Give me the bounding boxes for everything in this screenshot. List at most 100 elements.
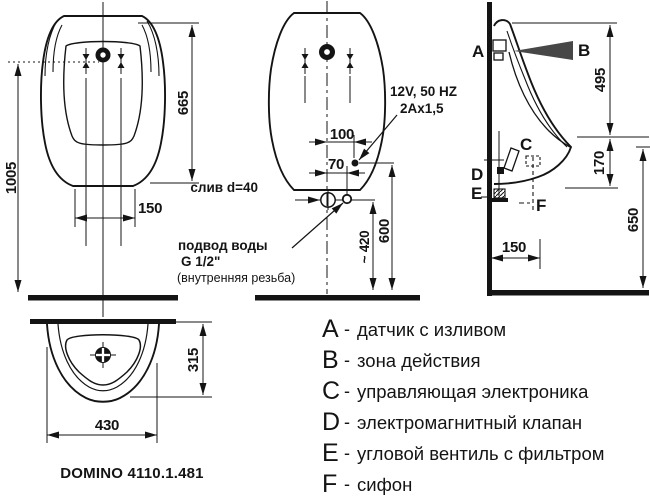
dimension-600 <box>359 162 396 290</box>
marker-a: A <box>472 42 484 61</box>
legend-key: E <box>322 439 339 467</box>
dimension-100 <box>309 135 372 158</box>
water-supply-leader <box>291 202 344 249</box>
legend-label: зона действия <box>357 350 481 371</box>
dimension-170 <box>565 136 649 189</box>
marker-d: D <box>471 165 483 184</box>
plan-wall-line <box>30 319 176 324</box>
power-label: 12V, 50 HZ <box>390 84 457 99</box>
legend-key: D <box>322 408 340 436</box>
dim-outlet-width: 150 <box>138 200 162 217</box>
dimension-150-front <box>74 189 136 227</box>
sensor-fixture <box>492 39 507 61</box>
legend-separator: - <box>344 412 350 432</box>
legend-row: A - датчик с изливом <box>322 315 506 343</box>
front-mount-hole-center <box>100 52 106 58</box>
solenoid-valve <box>484 131 520 196</box>
dim-sensor-zone-height: 495 <box>592 68 609 92</box>
legend-label: электромагнитный клапан <box>357 412 582 433</box>
detection-zone-cone <box>514 41 573 60</box>
urinal-front-outline <box>40 15 166 187</box>
dim-total-height: 1005 <box>3 162 20 194</box>
dimension-650 <box>636 146 650 288</box>
legend-label: сифон <box>357 474 412 495</box>
siphon-axis <box>519 157 534 213</box>
front-view <box>8 2 199 312</box>
fixing-bolt-icon <box>82 47 90 75</box>
side-floor-line <box>487 290 649 296</box>
dim-body-height: 665 <box>175 91 192 115</box>
cable-spec-label: 2Ax1,5 <box>400 101 444 116</box>
legend-label: управляющая электроника <box>357 381 589 402</box>
dimension-495 <box>512 22 617 135</box>
legend-separator: - <box>344 474 350 494</box>
back-view <box>255 1 420 301</box>
dim-outlet-floor-height: 650 <box>625 208 642 232</box>
plan-outer-outline <box>46 323 160 403</box>
drain-cross <box>295 190 375 210</box>
legend-key: B <box>322 346 339 374</box>
urinal-side-bowl-curve <box>508 51 571 148</box>
urinal-side-outline <box>493 19 573 185</box>
front-floor-line <box>28 295 178 301</box>
urinal-front-inner-bowl <box>63 40 143 146</box>
legend-row: E - угловой вентиль с фильтром <box>322 439 604 467</box>
angle-valve-filter <box>481 188 508 202</box>
dimension-70 <box>309 166 365 194</box>
legend-key: C <box>322 377 340 405</box>
legend-separator: - <box>344 350 350 370</box>
dimension-labels: 1005 665 150 100 70 ~ 420 600 495 170 65… <box>3 68 642 434</box>
water-thread-label: G 1/2" <box>181 254 220 269</box>
plan-drain-symbol <box>90 342 116 368</box>
legend-key: F <box>322 470 337 498</box>
plan-bowl-outline <box>64 334 142 386</box>
side-view <box>481 2 650 296</box>
back-mount-hole-center <box>324 49 330 55</box>
annotation-labels: 12V, 50 HZ 2Ax1,5 слив d=40 подвод воды … <box>177 84 457 285</box>
fixing-bolt-icon <box>117 47 125 75</box>
dim-drain-wall-offset: 150 <box>502 239 526 256</box>
dim-cable-height: 600 <box>376 219 393 243</box>
dim-width: 430 <box>95 417 119 434</box>
dimension-150-side <box>491 239 541 269</box>
model-number: DOMINO 4110.1.481 <box>60 465 203 482</box>
fixing-bolt-icon <box>301 47 309 75</box>
dim-supply-offset: 70 <box>328 156 344 173</box>
plan-inner-rim <box>57 323 149 392</box>
dim-supply-height: ~ 420 <box>357 231 372 264</box>
water-supply-point <box>341 193 353 205</box>
back-floor-line <box>255 295 420 301</box>
front-highlight-arcs <box>44 20 160 77</box>
marker-e: E <box>471 184 482 203</box>
bottom-view <box>30 303 212 443</box>
marker-f: F <box>536 196 546 215</box>
component-markers: A B C D E F <box>471 41 590 215</box>
legend-separator: - <box>344 319 350 339</box>
marker-b: B <box>578 41 590 60</box>
water-supply-label: подвод воды <box>178 238 268 253</box>
legend: A - датчик с изливом B - зона действия C… <box>322 315 604 498</box>
dim-cable-offset: 100 <box>330 126 354 143</box>
dimension-665 <box>138 22 199 184</box>
fixing-bolt-icon <box>346 47 354 75</box>
dimension-430 <box>46 347 158 443</box>
legend-label: угловой вентиль с фильтром <box>357 443 604 464</box>
dim-outlet-drop: 170 <box>591 151 608 175</box>
legend-separator: - <box>344 443 350 463</box>
cable-entry-point <box>351 159 359 167</box>
power-leader-line <box>358 114 398 161</box>
legend-row: F - сифон <box>322 470 412 498</box>
back-bolt-axes <box>304 76 351 103</box>
legend-row: D - электромагнитный клапан <box>322 408 582 436</box>
drain-label: слив d=40 <box>190 180 258 195</box>
urinal-back-outline <box>267 12 387 191</box>
water-thread-note: (внутренняя резьба) <box>177 271 295 285</box>
legend-label: датчик с изливом <box>357 319 506 340</box>
legend-key: A <box>322 315 339 343</box>
urinal-side-inner-edge <box>506 30 568 148</box>
wall-line <box>487 2 492 296</box>
legend-separator: - <box>344 381 350 401</box>
legend-row: C - управляющая электроника <box>322 377 589 405</box>
